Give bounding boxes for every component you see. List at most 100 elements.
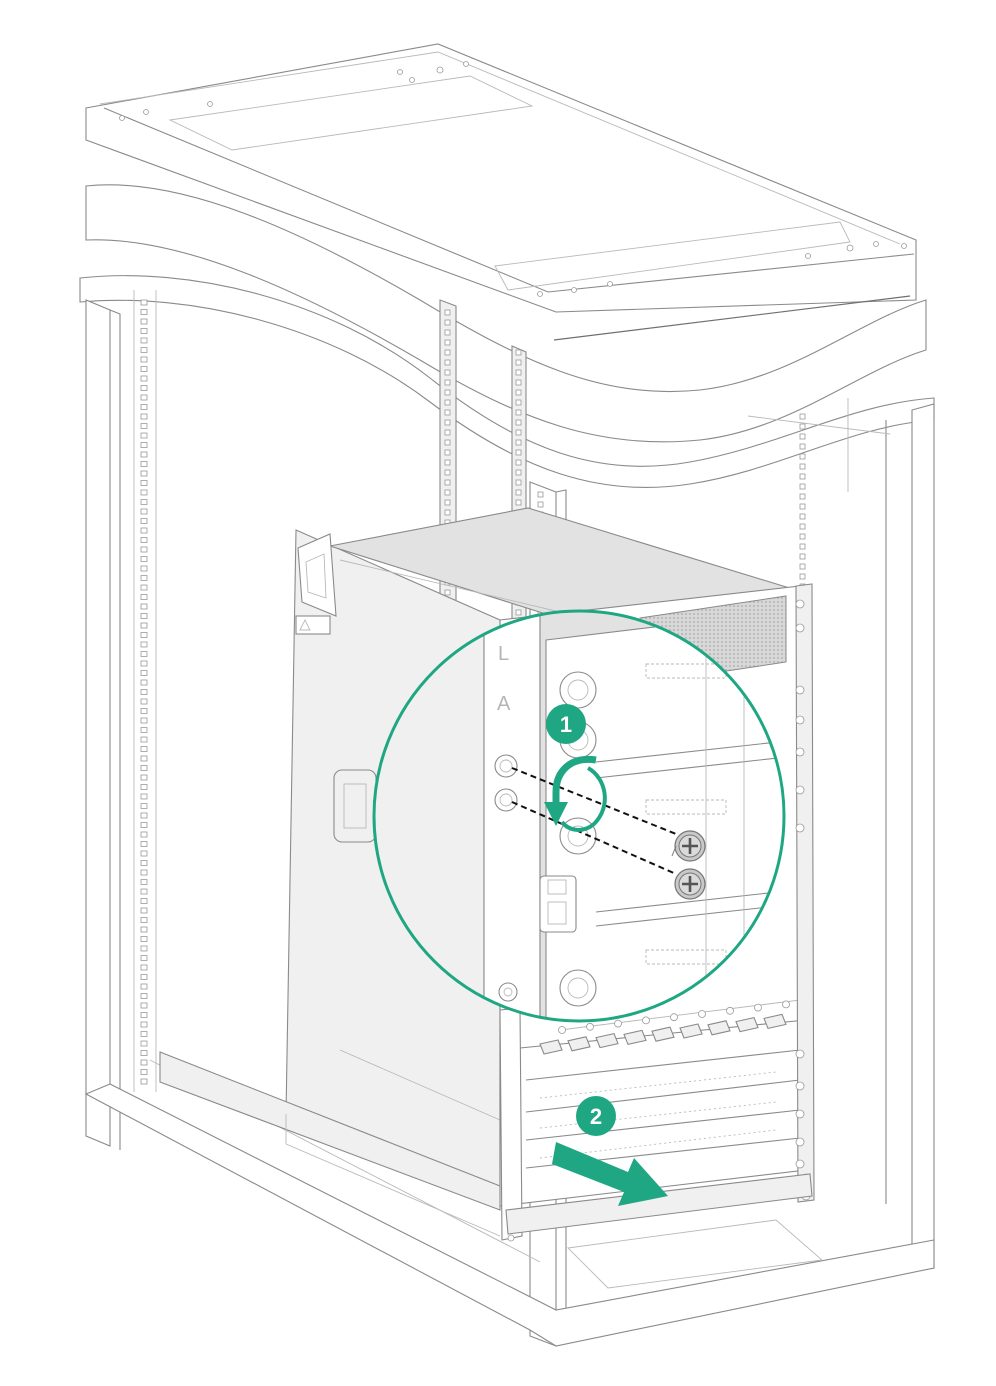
rack-hole — [140, 917, 148, 923]
rack-hole — [140, 442, 148, 448]
chassis-side-grip — [333, 769, 377, 843]
rack-hole — [140, 698, 148, 705]
ejector-lever — [623, 1029, 647, 1046]
rack-hole — [515, 409, 522, 416]
rotate-counterclockwise-icon — [544, 755, 607, 832]
rack-hole — [140, 660, 148, 667]
right-ear-screws — [795, 599, 805, 1169]
ear-screw — [795, 823, 805, 833]
rack-hole — [444, 359, 451, 366]
pull-arrow-icon — [552, 1142, 668, 1206]
rack-hole — [799, 523, 806, 530]
rack-hole — [140, 575, 148, 581]
rack-hole — [140, 470, 148, 477]
rack-hole — [515, 489, 522, 496]
rack-hole — [140, 565, 148, 572]
rack-hole — [140, 556, 148, 562]
rack-hole — [444, 399, 451, 406]
rack-hole — [140, 1069, 148, 1075]
rack-hole — [140, 375, 148, 382]
ejector-lever — [539, 1039, 563, 1055]
rack-hole — [515, 369, 522, 376]
ear-screw — [795, 715, 805, 725]
rack-hole — [140, 755, 148, 762]
upper-break-wave — [85, 184, 927, 443]
rack-hole — [140, 983, 148, 990]
rack-hole — [140, 508, 148, 515]
rack-hole — [515, 439, 522, 446]
rack-hole — [444, 459, 451, 466]
rack-hole — [140, 613, 148, 619]
ejector-lever — [763, 1013, 787, 1030]
rack-hole — [140, 793, 148, 800]
rack-hole — [799, 563, 806, 570]
rack-hole — [799, 453, 806, 460]
rack-hole — [140, 413, 148, 420]
rack-hole — [140, 641, 148, 648]
rack-hole — [140, 1012, 148, 1018]
rack-hole — [140, 1031, 148, 1037]
ear-screw — [795, 1159, 805, 1169]
rack-hole — [140, 850, 148, 857]
ejector-lever — [707, 1020, 731, 1036]
rack-hole — [140, 708, 148, 714]
rack-hole — [444, 479, 451, 486]
ear-screw — [795, 623, 805, 633]
rack-hole — [799, 473, 806, 480]
step-1-badge: 1 — [546, 704, 586, 744]
rack-hole — [799, 533, 806, 540]
ear-screw — [795, 685, 805, 695]
rack-hole — [444, 449, 451, 456]
rack-hole — [140, 651, 148, 657]
rack-hole — [140, 499, 148, 505]
ear-screw — [795, 1049, 805, 1059]
rack-hole — [140, 670, 148, 676]
ear-screw — [795, 1109, 805, 1119]
ejector-lever — [567, 1036, 591, 1052]
ejector-screw — [558, 1026, 566, 1034]
rack-hole — [515, 459, 522, 466]
card-ejector-levers — [539, 1000, 790, 1055]
rack-hole — [140, 299, 148, 306]
rack-hole — [799, 443, 806, 450]
rack-hole — [537, 501, 544, 508]
panel-knob — [559, 671, 597, 709]
rack-hole — [140, 907, 148, 914]
rack-top-cover — [85, 43, 917, 313]
rack-hole — [799, 573, 806, 580]
rack-hole — [140, 888, 148, 895]
panel-letter-a: A — [497, 693, 511, 715]
rack-hole — [515, 389, 522, 396]
rack-hole — [515, 479, 522, 486]
warning-label — [295, 615, 331, 635]
rack-hole — [515, 469, 522, 476]
zoom-latch — [539, 875, 577, 933]
ejector-screw — [726, 1006, 734, 1015]
rack-hole — [140, 489, 148, 496]
rack-hole — [140, 1078, 148, 1085]
rack-hole — [515, 399, 522, 406]
rack-hole — [140, 860, 148, 866]
rack-hole — [140, 803, 148, 809]
rack-hole — [444, 409, 451, 416]
rack-hole — [799, 493, 806, 500]
rack-hole — [799, 553, 806, 560]
rack-hole — [140, 366, 148, 372]
rack-hole — [140, 1059, 148, 1066]
right-mounting-ear — [795, 583, 815, 1203]
rack-hole — [140, 337, 148, 344]
rack-hole — [140, 451, 148, 458]
rack-hole — [140, 736, 148, 743]
rack-hole — [515, 499, 522, 506]
ejector-screw — [670, 1013, 678, 1022]
rack-hole — [444, 419, 451, 426]
rack-hole — [140, 461, 148, 467]
rack-hole — [444, 319, 451, 326]
rack-hole — [799, 503, 806, 510]
ejector-screw — [698, 1010, 706, 1018]
rack-hole — [799, 413, 806, 420]
ejector-screw — [754, 1003, 762, 1012]
rack-hole — [444, 489, 451, 496]
rack-hole — [140, 955, 148, 961]
rack-hole — [444, 329, 451, 336]
